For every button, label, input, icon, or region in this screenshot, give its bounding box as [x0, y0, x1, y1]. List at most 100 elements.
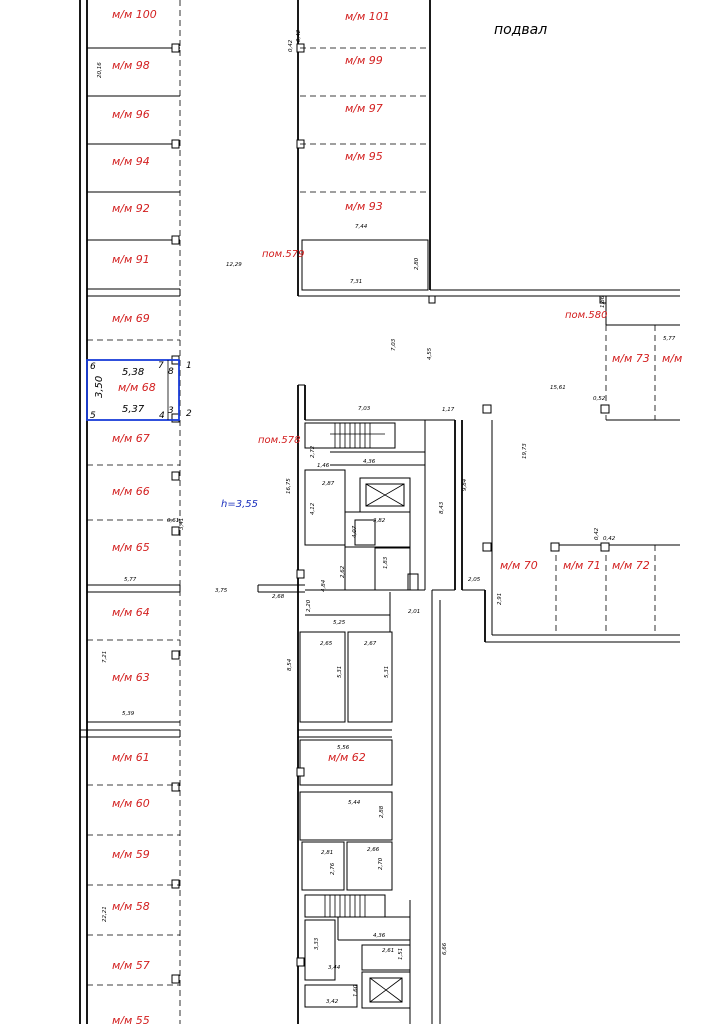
- parking-space-73b[interactable]: м/м: [662, 352, 682, 365]
- dimensions: 20,16 0,42 0,42 7,44 12,29 2,80 7,31 1,8…: [97, 29, 676, 1005]
- dim-2016: 20,16: [97, 62, 103, 78]
- dim-544: 5,44: [348, 800, 361, 806]
- dim-042d: 0,42: [603, 536, 616, 542]
- dim-455: 4,55: [427, 347, 433, 360]
- dim-160: 1,60: [353, 984, 359, 997]
- dim-344: 3,44: [328, 965, 341, 971]
- dim-531b: 5,31: [384, 666, 390, 678]
- parking-space-61[interactable]: м/м 61: [112, 751, 150, 764]
- parking-space-99[interactable]: м/м 99: [345, 54, 383, 67]
- room-579[interactable]: пом.579: [262, 249, 304, 260]
- dim-291: 2,91: [497, 593, 503, 605]
- selected-space-width: 3,50: [94, 376, 105, 398]
- vertex-7: 7: [158, 361, 164, 371]
- parking-space-101[interactable]: м/м 101: [345, 10, 390, 23]
- dim-146: 1,46: [317, 463, 330, 469]
- parking-labels: м/м 100 м/м 98 м/м 96 м/м 94 м/м 92 м/м …: [112, 8, 682, 1024]
- dim-1229: 12,29: [226, 262, 242, 268]
- parking-space-97[interactable]: м/м 97: [345, 102, 383, 115]
- selected-parking-space[interactable]: 5,38 5,37 3,50 1 2 3 4 5 6 7 8: [86, 359, 192, 421]
- parking-space-73[interactable]: м/м 73: [612, 352, 650, 365]
- dim-1561: 15,61: [550, 385, 566, 391]
- dim-577: 5,77: [663, 336, 676, 342]
- dim-272: 2,72: [310, 445, 316, 458]
- parking-space-67[interactable]: м/м 67: [112, 432, 150, 445]
- height-label: h=3,55: [221, 499, 258, 510]
- dim-287: 2,87: [322, 481, 335, 487]
- parking-space-95[interactable]: м/м 95: [345, 150, 383, 163]
- parking-space-96[interactable]: м/м 96: [112, 108, 150, 121]
- dim-1973: 19,73: [522, 443, 528, 459]
- parking-space-62[interactable]: м/м 62: [328, 751, 366, 764]
- selected-space-len-top: 5,38: [122, 367, 144, 378]
- parking-space-68[interactable]: м/м 68: [118, 381, 156, 394]
- dim-854: 8,54: [287, 658, 293, 671]
- vertex-1: 1: [186, 361, 192, 371]
- dim-265: 2,65: [320, 641, 333, 647]
- parking-space-69[interactable]: м/м 69: [112, 312, 150, 325]
- dim-577b: 5,77: [124, 577, 137, 583]
- dim-2221: 22,21: [102, 906, 108, 922]
- parking-space-64[interactable]: м/м 64: [112, 606, 150, 619]
- dim-539: 5,39: [122, 711, 135, 717]
- dim-268: 2,68: [272, 594, 285, 600]
- parking-space-100[interactable]: м/м 100: [112, 8, 157, 21]
- vertex-8: 8: [168, 367, 174, 377]
- parking-space-58[interactable]: м/м 58: [112, 900, 150, 913]
- vertex-5: 5: [90, 411, 96, 421]
- dim-333: 3,33: [314, 937, 320, 950]
- dim-703b: 7,03: [358, 406, 371, 412]
- dim-731: 7,31: [350, 279, 362, 285]
- dim-266: 2,66: [367, 847, 380, 853]
- parking-space-60[interactable]: м/м 60: [112, 797, 150, 810]
- dim-052: 0,52: [593, 396, 606, 402]
- dim-276: 2,76: [330, 862, 336, 875]
- dim-525: 5,25: [333, 620, 346, 626]
- parking-space-59[interactable]: м/м 59: [112, 848, 150, 861]
- room-580[interactable]: пом.580: [565, 310, 607, 321]
- parking-space-98[interactable]: м/м 98: [112, 59, 150, 72]
- dim-205: 2,05: [468, 577, 481, 583]
- parking-space-71[interactable]: м/м 71: [563, 559, 601, 572]
- dim-666: 6,66: [442, 942, 448, 955]
- dim-261: 2,61: [382, 948, 394, 954]
- dim-484: 4,84: [321, 579, 327, 592]
- parking-space-55[interactable]: м/м 55: [112, 1014, 150, 1024]
- dim-375: 3,75: [215, 588, 228, 594]
- parking-space-94[interactable]: м/м 94: [112, 155, 150, 168]
- dim-382: 3,82: [373, 518, 386, 524]
- dim-280: 2,80: [414, 257, 420, 270]
- dim-436b: 4,36: [373, 933, 386, 939]
- parking-space-92[interactable]: м/м 92: [112, 202, 150, 215]
- dim-262: 2,62: [340, 565, 346, 578]
- room-labels: пом.579 пом.580 пом.578: [258, 249, 607, 446]
- dim-061: 0,61: [167, 518, 179, 524]
- dim-201: 2,01: [408, 609, 420, 615]
- dim-341: 3,41: [179, 518, 185, 530]
- dim-703a: 7,03: [391, 338, 397, 351]
- parking-space-70[interactable]: м/м 70: [500, 559, 538, 572]
- vertex-3: 3: [168, 406, 174, 416]
- parking-space-63[interactable]: м/м 63: [112, 671, 150, 684]
- dim-117: 1,17: [442, 407, 455, 413]
- parking-space-66[interactable]: м/м 66: [112, 485, 150, 498]
- vertex-6: 6: [90, 362, 96, 372]
- parking-space-57[interactable]: м/м 57: [112, 959, 150, 972]
- parking-space-65[interactable]: м/м 65: [112, 541, 150, 554]
- dim-042b: 0,42: [296, 29, 302, 42]
- vertex-2: 2: [186, 409, 192, 419]
- dim-412: 4,12: [310, 502, 316, 515]
- basement-label: подвал: [494, 22, 547, 38]
- dim-721: 7,21: [102, 651, 108, 663]
- parking-space-91[interactable]: м/м 91: [112, 253, 150, 266]
- dim-556: 5,56: [337, 745, 350, 751]
- dim-984: 9,84: [462, 478, 468, 491]
- dim-1675: 16,75: [286, 478, 292, 494]
- dim-270: 2,70: [378, 857, 384, 870]
- parking-space-72[interactable]: м/м 72: [612, 559, 650, 572]
- parking-space-93[interactable]: м/м 93: [345, 200, 383, 213]
- selected-space-len-bottom: 5,37: [122, 404, 145, 415]
- room-578[interactable]: пом.578: [258, 435, 300, 446]
- dim-342: 3,42: [326, 999, 339, 1005]
